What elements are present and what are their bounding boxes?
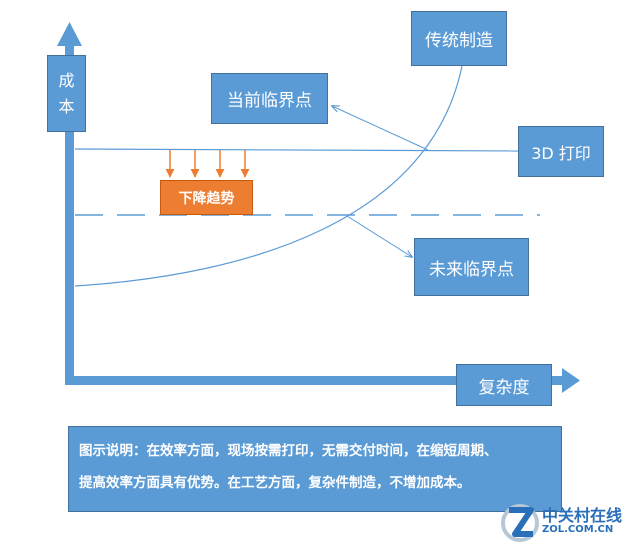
- zol-logo-name: 中关村在线: [542, 506, 623, 525]
- printing-3d-label: 3D 打印: [531, 143, 591, 163]
- caption-line-1: 图示说明：在效率方面，现场按需打印，无需交付时间，在缩短周期、: [79, 443, 498, 459]
- printing-3d-line: [74, 148, 519, 152]
- zol-logo-icon: [501, 504, 539, 542]
- y-axis-line: [65, 44, 74, 385]
- y-axis-label: 成 本: [47, 55, 86, 132]
- printing-3d-box: 3D 打印: [518, 126, 604, 177]
- x-axis-line: [65, 376, 565, 385]
- traditional-cost-curve: [74, 65, 463, 287]
- trend-label-box: 下降趋势: [160, 180, 253, 215]
- current-point-box: 当前临界点: [211, 73, 328, 124]
- x-axis-arrowhead: [562, 368, 580, 393]
- current-point-pointer: [332, 106, 429, 151]
- x-axis-label: 复杂度: [478, 377, 530, 398]
- current-point-label: 当前临界点: [227, 91, 312, 111]
- y-axis-char-2: 本: [58, 96, 75, 116]
- future-point-label: 未来临界点: [429, 259, 514, 280]
- y-axis-arrowhead: [57, 22, 82, 46]
- trend-label: 下降趋势: [178, 190, 235, 207]
- x-axis-label-box: 复杂度: [456, 364, 552, 406]
- zol-logo-domain: ZOL.COM.CN: [542, 524, 614, 535]
- traditional-label: 传统制造: [425, 31, 493, 51]
- traditional-label-box: 传统制造: [411, 11, 507, 66]
- future-point-pointer: [346, 215, 412, 257]
- future-point-box: 未来临界点: [414, 238, 529, 296]
- caption-line-2: 提高效率方面具有优势。在工艺方面，复杂件制造，不增加成本。: [79, 475, 471, 491]
- zol-logo: 中关村在线 ZOL.COM.CN: [500, 498, 640, 548]
- y-axis-char-1: 成: [58, 70, 75, 90]
- caption-box: 图示说明：在效率方面，现场按需打印，无需交付时间，在缩短周期、 提高效率方面具有…: [68, 426, 562, 512]
